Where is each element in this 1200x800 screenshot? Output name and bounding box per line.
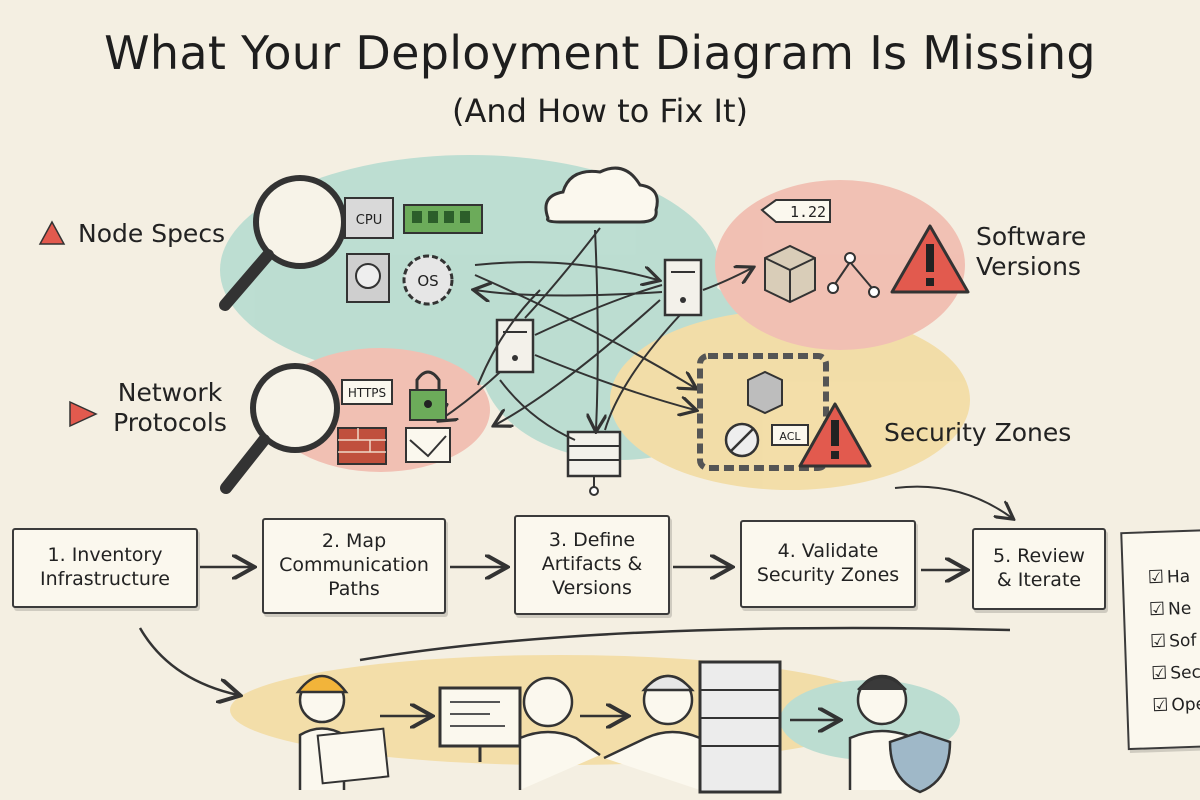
step-arrows bbox=[138, 567, 1011, 695]
ram-module-icon bbox=[403, 204, 483, 234]
page-title: What Your Deployment Diagram Is Missing bbox=[104, 26, 1096, 80]
package-box-icon bbox=[764, 244, 816, 304]
no-access-icon bbox=[724, 422, 760, 458]
version-tag-icon: 1.22 bbox=[760, 199, 831, 223]
connection-lines bbox=[440, 227, 1012, 518]
checklist-item: ☑Sec bbox=[1150, 662, 1200, 685]
step-review-iterate: 5. Review& Iterate bbox=[972, 528, 1106, 610]
magnifier-icon-network bbox=[220, 363, 340, 494]
svg-text:OS: OS bbox=[417, 272, 438, 290]
checkbox-icon: ☑ bbox=[1151, 694, 1169, 717]
engineer-with-map-icon bbox=[295, 674, 390, 790]
server-rack-icon-large bbox=[698, 660, 782, 794]
svg-text:HTTPS: HTTPS bbox=[348, 386, 386, 400]
checkbox-icon: ☑ bbox=[1147, 566, 1165, 589]
checkbox-icon: ☑ bbox=[1150, 662, 1168, 685]
firewall-brick-icon bbox=[337, 427, 387, 465]
checklist-card: ☑Ha ☑Ne ☑Sof ☑Sec ☑Ope bbox=[1120, 527, 1200, 751]
acl-badge-icon: ACL bbox=[771, 424, 809, 446]
callout-software-versions: Software Versions bbox=[976, 222, 1087, 281]
package-box-icon-security bbox=[747, 370, 783, 415]
svg-text:1.22: 1.22 bbox=[790, 203, 826, 221]
server-icon-left bbox=[495, 318, 535, 374]
flow-arrows-bottom bbox=[380, 716, 838, 720]
callout-triangle-network bbox=[69, 400, 98, 428]
cloud-icon bbox=[544, 166, 659, 224]
checkbox-icon: ☑ bbox=[1148, 598, 1166, 621]
os-gear-icon: OS bbox=[402, 254, 454, 306]
server-rack-icon-bottom bbox=[566, 430, 622, 496]
network-chart-icon bbox=[405, 427, 451, 463]
auditor-with-shield-icon bbox=[848, 674, 952, 794]
server-icon-right bbox=[663, 258, 703, 317]
checklist-item: ☑Sof bbox=[1149, 630, 1197, 653]
checklist-item: ☑Ha bbox=[1147, 566, 1191, 589]
handshake-people-icon bbox=[518, 674, 702, 790]
warning-icon-software bbox=[890, 224, 970, 294]
svg-text:CPU: CPU bbox=[356, 213, 382, 228]
callout-node-specs: Node Specs bbox=[78, 219, 226, 248]
hard-disk-icon bbox=[346, 253, 390, 303]
https-badge-icon: HTTPS bbox=[341, 379, 393, 405]
checklist-item: ☑Ne bbox=[1148, 598, 1192, 621]
callout-security-zones: Security Zones bbox=[884, 418, 1072, 447]
svg-text:ACL: ACL bbox=[779, 430, 801, 443]
monitor-icon bbox=[438, 686, 522, 762]
warning-icon-security bbox=[798, 402, 872, 468]
page-subtitle: (And How to Fix It) bbox=[452, 92, 748, 130]
checklist-item: ☑Ope bbox=[1151, 694, 1200, 717]
padlock-icon bbox=[409, 370, 447, 421]
callout-triangle-node-specs bbox=[38, 220, 66, 245]
cpu-chip-icon: CPU bbox=[344, 197, 394, 239]
checkbox-icon: ☑ bbox=[1149, 630, 1167, 653]
dependency-graph-icon bbox=[827, 252, 880, 298]
callout-network-protocols: Network Protocols bbox=[113, 378, 227, 437]
chain-border-icon bbox=[697, 353, 829, 471]
